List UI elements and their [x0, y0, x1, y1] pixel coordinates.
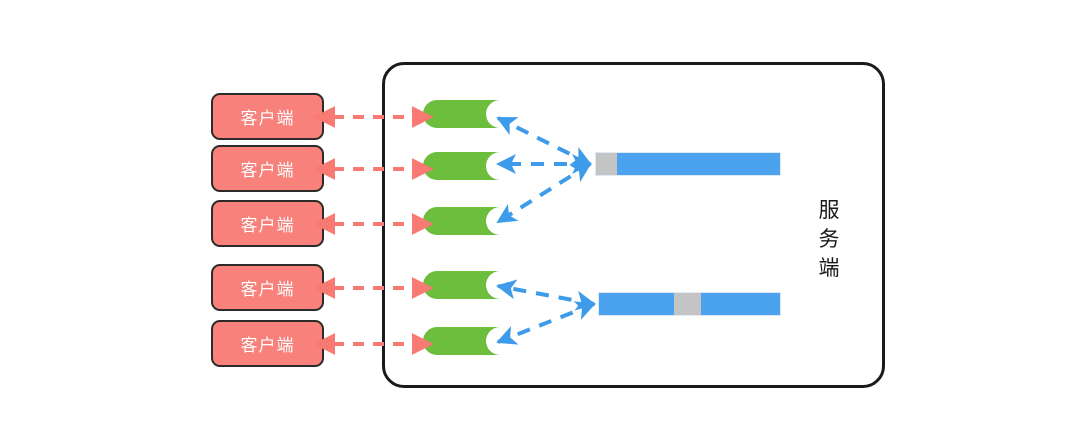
client-box-3[interactable]: 客户端: [211, 200, 324, 247]
client-box-label: 客户端: [240, 216, 295, 236]
buffer-bar-bottom: [598, 292, 781, 316]
client-box-label: 客户端: [240, 161, 295, 181]
buffer-segment-blue: [700, 293, 780, 315]
socket-pill-2: [423, 152, 500, 180]
buffer-segment-blue: [599, 293, 675, 315]
buffer-segment-gray: [674, 293, 701, 315]
socket-pill-3: [423, 207, 500, 235]
client-box-label: 客户端: [240, 280, 295, 300]
socket-pill-5: [423, 327, 500, 355]
server-label-char-1: 服: [818, 198, 840, 222]
client-box-1[interactable]: 客户端: [211, 93, 324, 140]
socket-pill-1: [423, 100, 500, 128]
server-label-char-3: 端: [818, 256, 840, 280]
socket-pill-4: [423, 271, 500, 299]
buffer-segment-gray: [596, 153, 617, 175]
server-label-char-2: 务: [818, 227, 840, 251]
server-label: 服 务 端: [812, 196, 846, 283]
client-box-5[interactable]: 客户端: [211, 320, 324, 367]
client-box-label: 客户端: [240, 109, 295, 129]
client-box-label: 客户端: [240, 336, 295, 356]
buffer-bar-top: [595, 152, 781, 176]
buffer-segment-blue: [616, 153, 780, 175]
client-box-4[interactable]: 客户端: [211, 264, 324, 311]
client-box-2[interactable]: 客户端: [211, 145, 324, 192]
